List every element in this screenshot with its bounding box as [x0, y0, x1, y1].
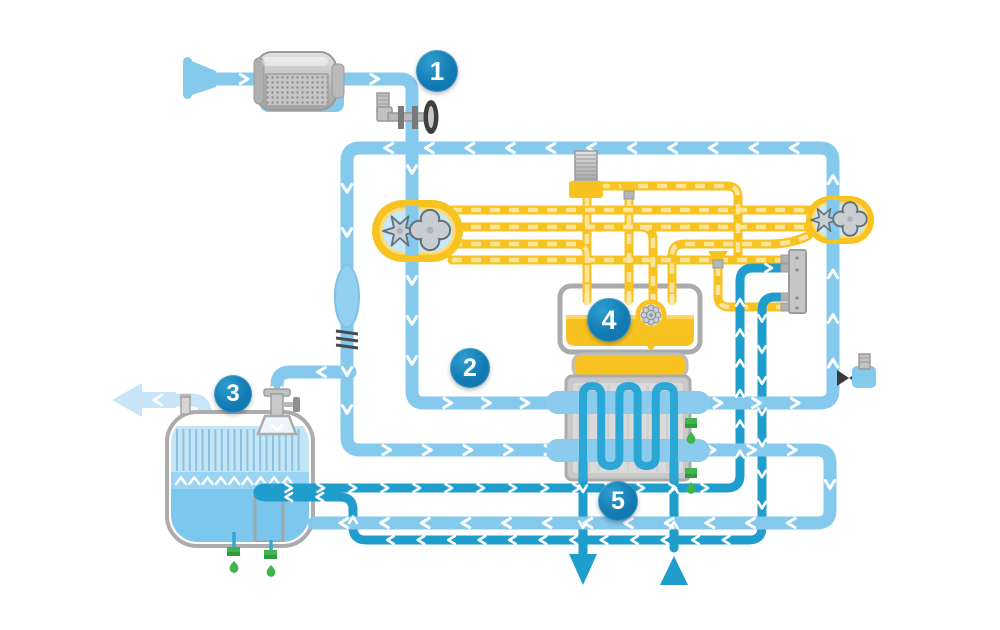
tank-inlet-funnel — [256, 414, 298, 436]
badge-2[interactable]: 2 — [450, 348, 490, 388]
shutoff-valve[interactable] — [376, 92, 439, 134]
relief-diffuser — [333, 262, 361, 350]
oil-spray-nozzle — [708, 251, 728, 269]
star-rotor-icon — [810, 208, 838, 232]
oil-pipes — [447, 181, 817, 350]
internal-downcomer — [253, 494, 285, 542]
tank-drain-valves[interactable] — [227, 532, 277, 577]
oil-funnel-nozzle — [619, 182, 639, 200]
intake-silencer-filter — [253, 51, 345, 112]
gear-pump-right — [806, 196, 874, 244]
air-intake-horn — [183, 57, 216, 99]
condensate-tank — [112, 383, 315, 548]
exhaust-outlet-arrow — [112, 383, 176, 417]
spring-icon — [335, 329, 359, 350]
filter-mesh — [265, 73, 329, 107]
badge-5[interactable]: 5 — [598, 481, 638, 521]
oil-pressure-filter — [569, 150, 603, 198]
oil-filter-rosette — [584, 294, 675, 331]
oil-header — [571, 352, 689, 379]
cooling-coil — [579, 381, 678, 482]
badge-3[interactable]: 3 — [214, 375, 252, 413]
cooler-drain-valves[interactable] — [685, 418, 697, 494]
gear-pump-left — [372, 200, 463, 262]
seawater-inlet-arrow — [660, 556, 688, 585]
vent-valve[interactable] — [837, 353, 876, 388]
sample-manifold — [780, 249, 807, 314]
badge-4[interactable]: 4 — [587, 298, 631, 342]
badge-1[interactable]: 1 — [416, 50, 458, 92]
overboard-discharge-arrow — [569, 554, 597, 585]
